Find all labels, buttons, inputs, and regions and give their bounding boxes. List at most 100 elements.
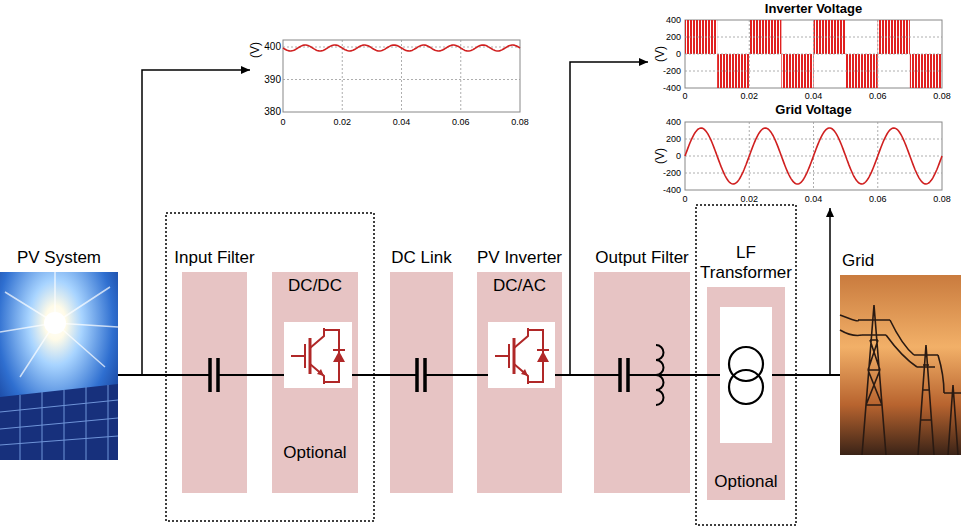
drawing-part xyxy=(0,385,118,460)
tick-label: 0.02 xyxy=(333,117,351,127)
drawing-part xyxy=(685,20,942,88)
drawing-part xyxy=(333,349,345,351)
tick-label: -200 xyxy=(663,168,681,178)
axis-unit: (V) xyxy=(654,46,668,62)
power-connection xyxy=(453,374,477,376)
drawing-part xyxy=(0,272,118,377)
drawing-part xyxy=(685,20,942,88)
dc-link-block: DC Link xyxy=(390,272,453,493)
tick-label: 400 xyxy=(666,117,681,127)
drawing-part xyxy=(291,344,305,368)
grid-voltage-chart xyxy=(685,122,942,190)
tick-label: 0.04 xyxy=(805,91,823,101)
drawing-part xyxy=(291,328,345,384)
drawing-part xyxy=(720,307,772,443)
block-heading: DC/DC xyxy=(272,276,358,296)
block-symbol xyxy=(477,272,562,493)
block-symbol xyxy=(707,287,785,500)
drawing-part xyxy=(685,128,942,184)
drawing-part xyxy=(0,272,118,377)
tick-label: 0.02 xyxy=(740,194,758,204)
block-heading: LF Transformer xyxy=(698,243,794,283)
tick-label: 0.04 xyxy=(393,117,411,127)
transformer-block: LF TransformerOptional xyxy=(707,287,785,500)
drawing-part xyxy=(685,122,942,190)
tick-label: 0.04 xyxy=(805,194,823,204)
drawing-part xyxy=(514,328,528,348)
power-connection xyxy=(118,374,182,376)
dc-dc-converter-block: DC/DCOptional xyxy=(272,272,358,493)
drawing-part xyxy=(537,351,549,362)
power-connection xyxy=(785,374,840,376)
optional-group-outline xyxy=(166,213,374,521)
pv-array-picture: PV System xyxy=(0,272,118,460)
output-filter-block: Output Filter xyxy=(594,272,690,493)
drawing-part xyxy=(44,312,66,334)
block-symbol xyxy=(0,272,118,460)
tick-label: 0.06 xyxy=(452,117,470,127)
drawing-part xyxy=(514,364,528,384)
tick-label: 400 xyxy=(666,15,681,25)
drawing-part xyxy=(521,369,528,376)
drawing-part xyxy=(0,272,118,460)
drawing-part xyxy=(283,40,520,112)
drawing-part xyxy=(310,364,324,384)
block-heading: PV System xyxy=(17,248,101,268)
drawing-part xyxy=(685,122,942,190)
block-heading: DC Link xyxy=(391,248,451,268)
tick-label: 0.02 xyxy=(740,91,758,101)
drawing-part xyxy=(914,345,938,455)
tick-label: 0.08 xyxy=(933,194,951,204)
inverter-voltage-chart xyxy=(685,20,942,88)
tick-label: 0.08 xyxy=(933,91,951,101)
drawing-part xyxy=(858,305,890,455)
tick-label: 0.06 xyxy=(869,194,887,204)
drawing-part xyxy=(513,338,516,374)
block-symbol xyxy=(390,272,453,493)
drawing-part xyxy=(0,385,118,460)
tick-label: 0.08 xyxy=(511,117,529,127)
dc-voltage-chart xyxy=(283,40,520,112)
drawing-part xyxy=(656,345,664,405)
probe-arrow xyxy=(829,208,831,375)
drawing-part xyxy=(182,374,247,376)
drawing-part xyxy=(840,315,944,393)
tick-label: 0 xyxy=(676,49,681,59)
drawing-part xyxy=(283,45,520,51)
tick-label: -200 xyxy=(663,66,681,76)
drawing-part xyxy=(537,349,549,351)
tick-label: 380 xyxy=(264,106,281,118)
inverter-block: PV InverterDC/AC xyxy=(477,272,562,493)
drawing-part xyxy=(317,369,324,376)
tick-label: 0 xyxy=(682,91,687,101)
block-heading: Grid xyxy=(842,251,874,271)
block-symbol xyxy=(594,272,690,493)
chart-title: Grid Voltage xyxy=(775,103,851,118)
axis-unit: (V) xyxy=(654,148,668,164)
block-heading: Output Filter xyxy=(595,248,689,268)
drawing-part xyxy=(488,322,555,388)
block-heading: PV Inverter xyxy=(477,248,562,268)
drawing-part xyxy=(390,374,453,376)
drawing-part xyxy=(495,328,549,384)
block-symbol xyxy=(840,275,961,455)
grid-picture: Grid xyxy=(840,275,961,455)
tick-label: 400 xyxy=(264,41,281,53)
block-heading: Input Filter xyxy=(174,248,254,268)
drawing-part xyxy=(417,358,425,392)
block-symbol xyxy=(182,272,247,493)
input-filter-block: Input Filter xyxy=(182,272,247,493)
drawing-part xyxy=(310,328,324,348)
tick-label: 0 xyxy=(280,117,285,127)
block-note: DC/AC xyxy=(477,276,562,296)
tick-label: 390 xyxy=(264,74,281,86)
optional-group-outline xyxy=(696,205,796,525)
tick-label: 0.06 xyxy=(869,91,887,101)
drawing-part xyxy=(944,385,961,455)
drawing-part xyxy=(594,374,690,376)
power-connection xyxy=(247,374,272,376)
power-connection xyxy=(358,374,390,376)
axis-unit: (V) xyxy=(249,42,263,58)
tick-label: 200 xyxy=(666,134,681,144)
